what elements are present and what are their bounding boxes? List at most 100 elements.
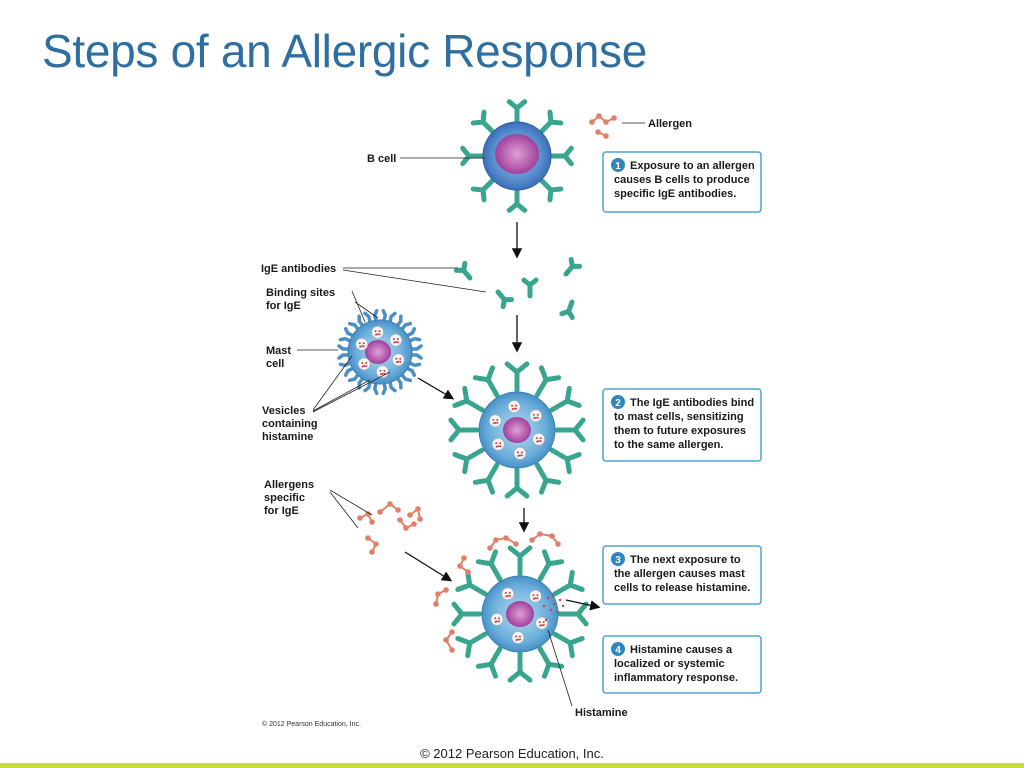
allergen-icon <box>589 113 617 125</box>
bound-ige-antibody-icon <box>455 631 488 659</box>
bound-ige-antibody-icon <box>504 467 530 499</box>
label-allergen: Allergen <box>648 118 692 130</box>
arrow-allergens-to-cell <box>404 551 453 582</box>
bound-ige-antibody-icon <box>549 385 582 413</box>
histamine-vesicle-icon <box>513 447 527 460</box>
allergen-icon <box>443 629 455 653</box>
label-mast-cell: Mast cell <box>266 345 294 370</box>
b-cell-antibody-icon <box>470 109 496 135</box>
allergen-chains <box>357 113 617 653</box>
b-cell-icon <box>460 99 574 213</box>
step-3-text: The next exposure to the allergen causes… <box>614 554 750 594</box>
b-cell-antibody-icon <box>506 99 528 125</box>
bound-ige-antibody-icon <box>452 447 485 475</box>
bound-ige-antibody-icon <box>549 447 582 475</box>
arrow-mast-to-sensitized <box>417 377 455 400</box>
step-3-badge <box>611 552 625 566</box>
bound-ige-antibody-icon <box>507 545 533 577</box>
mast-cell-icon <box>337 308 423 396</box>
ige-antibody-icon <box>559 299 575 321</box>
histamine-vesicle-icon <box>507 400 521 413</box>
bound-ige-antibody-icon <box>552 569 585 597</box>
step-2-box: 2 The IgE antibodies bind to mast cells,… <box>602 388 762 462</box>
allergen-icon <box>595 129 609 139</box>
footer-copyright: © 2012 Pearson Education, Inc. <box>420 746 604 761</box>
histamine-vesicle-icon <box>371 326 384 339</box>
histamine-vesicle-icon <box>355 337 369 351</box>
allergen-icon <box>487 535 519 551</box>
step-4-badge <box>611 642 625 656</box>
histamine-vesicle-icon <box>488 414 502 428</box>
b-cell-antibody-icon <box>460 145 486 167</box>
bound-ige-antibody-icon <box>451 601 483 627</box>
bound-ige-antibody-icon <box>507 651 533 683</box>
allergen-icon <box>457 555 471 575</box>
label-binding-sites: Binding sites for IgE <box>266 287 338 312</box>
allergen-icon <box>377 501 401 515</box>
step-2-badge <box>611 395 625 409</box>
histamine-vesicle-icon <box>529 409 543 423</box>
b-cell-antibody-icon <box>538 109 564 135</box>
step-1-number: 1 <box>615 161 621 172</box>
step-1-badge <box>611 158 625 172</box>
b-cell-antibody-icon <box>470 177 496 203</box>
b-cell-antibody-icon <box>506 187 528 213</box>
histamine-vesicle-icon <box>491 437 505 451</box>
allergen-icon <box>529 531 561 547</box>
b-cell-antibody-icon <box>548 145 574 167</box>
allergen-icon <box>407 506 423 522</box>
label-b-cell: B cell <box>367 153 396 165</box>
label-allergens-specific: Allergens specific for IgE <box>264 479 317 517</box>
ige-antibody-icon <box>453 260 473 281</box>
histamine-vesicle-icon <box>511 631 525 644</box>
bound-ige-antibody-icon <box>504 361 530 393</box>
label-vesicles: Vesicles containing histamine <box>262 405 321 443</box>
ige-antibody-icon <box>563 256 583 277</box>
sensitized-mast-cell-icon <box>448 361 586 499</box>
bound-ige-antibody-icon <box>552 631 585 659</box>
step-2-number: 2 <box>615 398 621 409</box>
ige-antibody-icon <box>495 289 515 310</box>
slide-title: Steps of an Allergic Response <box>42 25 648 77</box>
histamine-vesicle-icon <box>490 613 504 626</box>
histamine-vesicle-icon <box>391 353 405 367</box>
bound-ige-antibody-icon <box>472 365 500 398</box>
bound-ige-antibody-icon <box>554 417 586 443</box>
bound-ige-antibody-icon <box>534 462 562 495</box>
histamine-vesicle-icon <box>532 432 546 446</box>
step-2-text: The IgE antibodies bind to mast cells, s… <box>614 397 757 451</box>
histamine-vesicle-icon <box>529 589 542 603</box>
allergen-icon <box>357 511 375 525</box>
bound-ige-antibody-icon <box>557 601 589 627</box>
label-ige-antibodies: IgE antibodies <box>261 263 336 275</box>
leader-lines <box>297 122 645 707</box>
bound-ige-antibody-icon <box>452 385 485 413</box>
degranulating-mast-cell-icon <box>451 545 589 683</box>
step-4-box: 4 Histamine causes a localized or system… <box>602 635 762 694</box>
step-3-box: 3 The next exposure to the allergen caus… <box>602 545 762 605</box>
step-1-text: Exposure to an allergen causes B cells t… <box>614 160 758 200</box>
allergen-icon <box>397 517 417 531</box>
bound-ige-antibody-icon <box>448 417 480 443</box>
footer-accent-bar <box>0 763 1024 768</box>
bound-ige-antibody-icon <box>472 462 500 495</box>
free-ige-antibodies <box>453 256 583 321</box>
histamine-vesicle-icon <box>501 587 515 601</box>
b-cell-antibody-icon <box>538 177 564 203</box>
allergen-icon <box>365 535 379 555</box>
bound-ige-antibody-icon <box>534 365 562 398</box>
allergen-icon <box>433 587 449 607</box>
step-1-box: 1 Exposure to an allergen causes B cells… <box>602 151 762 213</box>
ige-antibody-icon <box>521 277 539 299</box>
bound-ige-antibody-icon <box>537 549 565 582</box>
bound-ige-antibody-icon <box>475 549 503 582</box>
histamine-vesicle-icon <box>389 333 403 347</box>
histamine-release-dots <box>542 594 565 622</box>
histamine-vesicle-icon <box>357 357 371 371</box>
step-4-text: Histamine causes a localized or systemic… <box>614 644 738 684</box>
label-histamine: Histamine <box>575 707 628 719</box>
histamine-vesicle-icon <box>535 616 549 630</box>
step-4-number: 4 <box>615 645 621 656</box>
flow-arrows <box>404 222 601 611</box>
